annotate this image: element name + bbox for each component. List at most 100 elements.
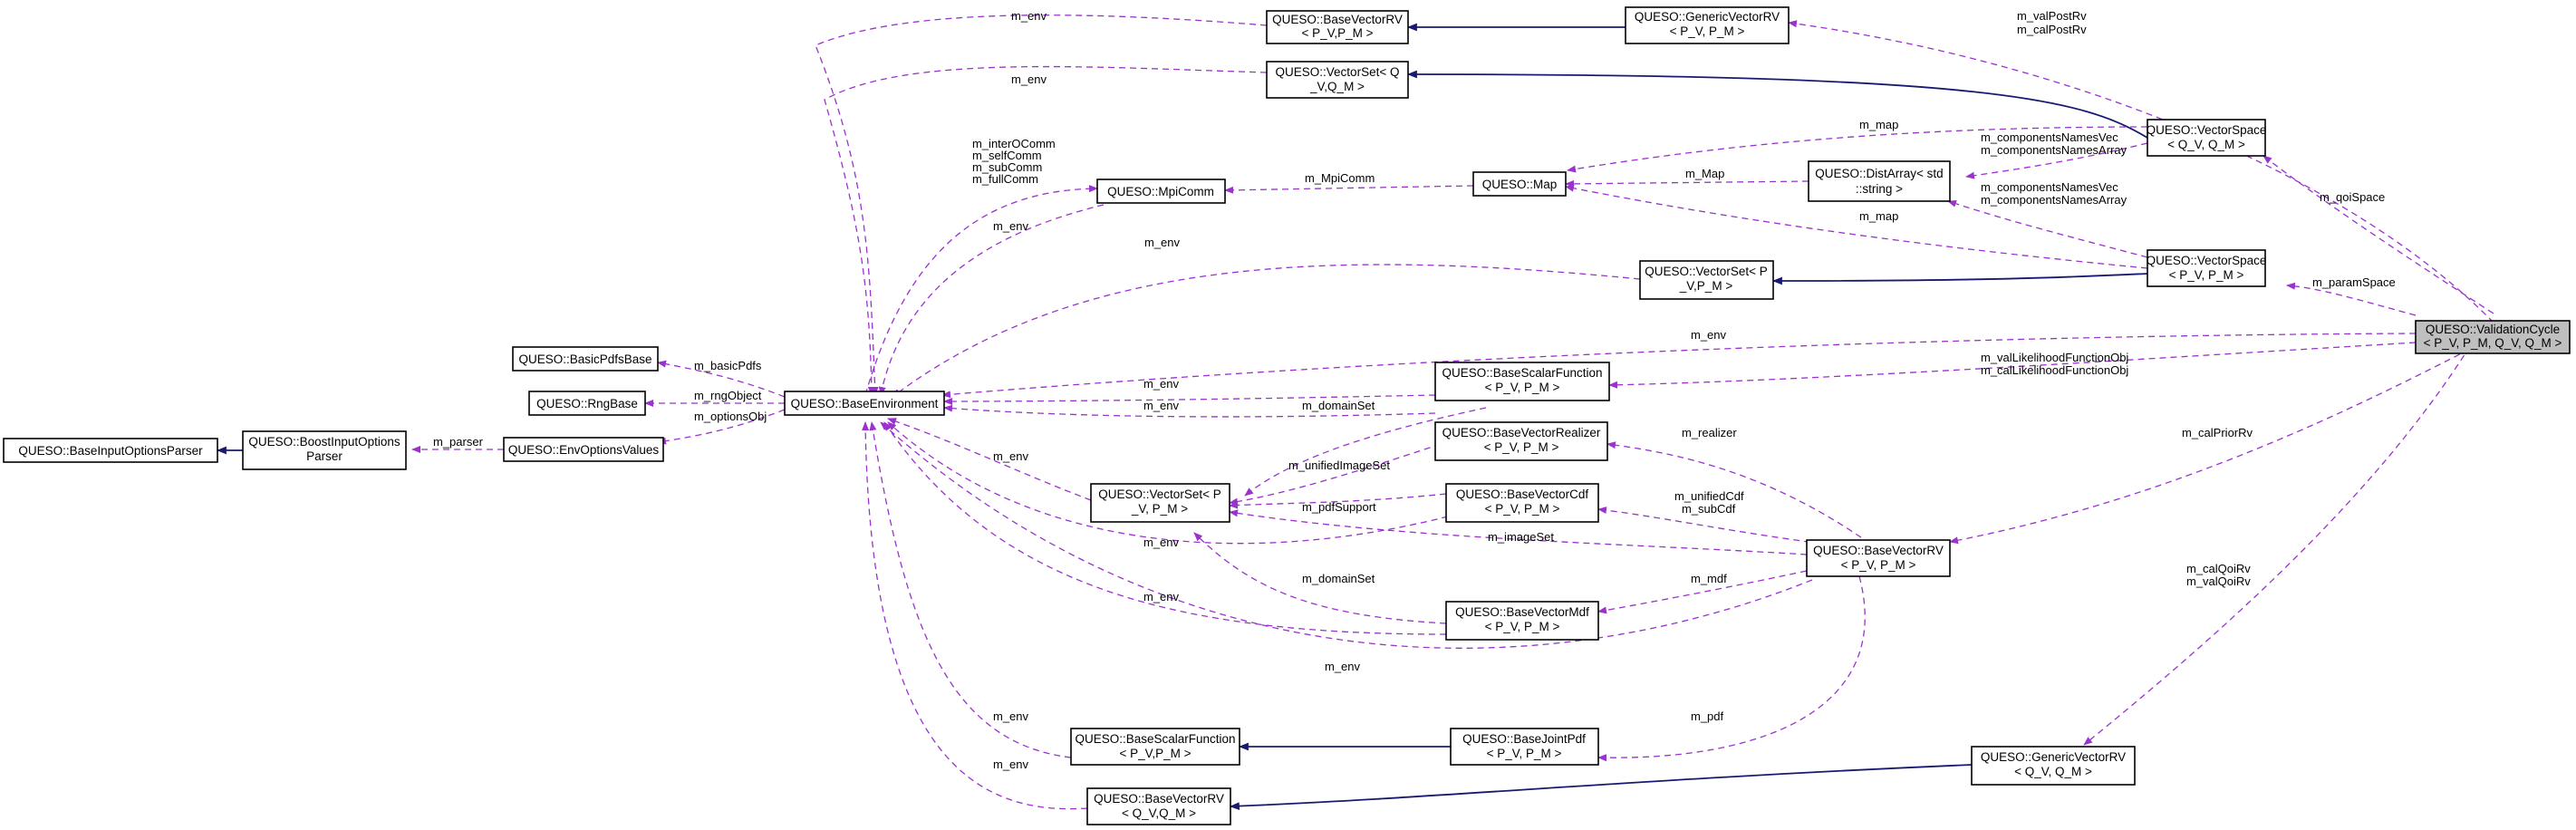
node-dist-array[interactable]: QUESO::DistArray< std::string > [1808, 160, 1951, 202]
edge-env-cdf [887, 421, 1449, 545]
node-vector-space-p[interactable]: QUESO::VectorSpace< P_V, P_M > [2147, 249, 2267, 287]
edge-label: m_env [993, 219, 1029, 233]
edge-basic-pdfs [657, 360, 786, 398]
node-mpi-comm[interactable]: QUESO::MpiComm [1096, 179, 1226, 204]
svg-text:QUESO::BasicPdfsBase: QUESO::BasicPdfsBase [518, 352, 651, 366]
svg-text:QUESO::BaseInputOptionsParser: QUESO::BaseInputOptionsParser [18, 444, 203, 458]
node-validation-cycle[interactable]: QUESO::ValidationCycle< P_V, P_M, Q_V, Q… [2415, 320, 2571, 354]
node-env-options-values[interactable]: QUESO::EnvOptionsValues [503, 437, 664, 462]
edge-label: m_MpiComm [1305, 171, 1375, 185]
svg-text:QUESO::GenericVectorRV< Q_V, Q: QUESO::GenericVectorRV< Q_V, Q_M > [1981, 750, 2126, 778]
edge-map-vspace-p [1565, 184, 2148, 269]
edge-label: m_env [1143, 536, 1180, 549]
edge-label: m_rngObject [694, 389, 762, 402]
node-rng-base[interactable]: QUESO::RngBase [528, 391, 646, 416]
edge-env-bvrv-mid [880, 421, 1813, 649]
svg-text:QUESO::BaseVectorMdf< P_V, P_M: QUESO::BaseVectorMdf< P_V, P_M > [1455, 605, 1589, 633]
node-base-vector-mdf[interactable]: QUESO::BaseVectorMdf< P_V, P_M > [1445, 601, 1599, 641]
node-base-joint-pdf[interactable]: QUESO::BaseJointPdf< P_V, P_M > [1450, 728, 1599, 766]
edge-label: m_qoiSpace [2320, 190, 2385, 204]
node-base-environment[interactable]: QUESO::BaseEnvironment [784, 391, 945, 416]
edge-mpi-comm [1224, 185, 1474, 194]
node-base-scalar-function-p[interactable]: QUESO::BaseScalarFunction< P_V, P_M > [1434, 362, 1610, 401]
edge-label: m_env [1143, 590, 1180, 603]
edge-image-set [1229, 509, 1808, 555]
svg-text:QUESO::BaseJointPdf< P_V, P_M: QUESO::BaseJointPdf< P_V, P_M > [1462, 732, 1586, 760]
svg-text:QUESO::Map: QUESO::Map [1482, 178, 1558, 191]
edge-comp-names-p [1947, 200, 2148, 258]
svg-text:QUESO::VectorSet< Q_V,Q_M >: QUESO::VectorSet< Q_V,Q_M > [1276, 65, 1400, 93]
svg-text:QUESO::GenericVectorRV< P_V, P: QUESO::GenericVectorRV< P_V, P_M > [1635, 10, 1780, 38]
edge-label: m_domainSet [1302, 572, 1375, 585]
edge-label: m_env [1143, 377, 1180, 391]
svg-text:QUESO::BaseVectorRV< Q_V,Q_M >: QUESO::BaseVectorRV< Q_V,Q_M > [1094, 792, 1224, 820]
edge-domain-set-mdf [1193, 532, 1447, 624]
edge-label: m_env [993, 449, 1029, 463]
edge-label: m_calPriorRv [2182, 426, 2253, 439]
svg-text:QUESO::RngBase: QUESO::RngBase [536, 397, 638, 410]
edge-label: m_parser [433, 435, 484, 449]
node-base-vector-rv-q[interactable]: QUESO::BaseVectorRV< Q_V,Q_M > [1086, 787, 1231, 825]
svg-text:QUESO::VectorSet< P_V,P_M >: QUESO::VectorSet< P_V,P_M > [1645, 265, 1767, 293]
svg-text:QUESO::BaseVectorCdf< P_V, P_M: QUESO::BaseVectorCdf< P_V, P_M > [1456, 487, 1589, 516]
edge-env-vset-mid [887, 418, 1092, 501]
edge-domain-set-bsf [1244, 407, 1487, 497]
svg-text:QUESO::DistArray< std::string: QUESO::DistArray< std::string > [1815, 167, 1943, 196]
edge-generic-rv-q-to-base-rv-q [1229, 764, 1973, 810]
node-map[interactable]: QUESO::Map [1472, 171, 1567, 197]
edge-param-space [2286, 282, 2417, 316]
node-vector-set-p-top[interactable]: QUESO::VectorSet< P_V,P_M > [1639, 260, 1774, 300]
edge-options-obj [657, 409, 786, 445]
node-base-scalar-function-pm[interactable]: QUESO::BaseScalarFunction< P_V,P_M > [1070, 728, 1240, 766]
edge-label: m_unifiedImageSet [1288, 458, 1390, 472]
node-base-vector-rv-env[interactable]: QUESO::BaseVectorRV< P_V,P_M > [1266, 10, 1409, 44]
edge-label: m_env [1143, 399, 1180, 412]
node-generic-vector-rv-top[interactable]: QUESO::GenericVectorRV< P_V, P_M > [1625, 6, 1790, 44]
edge-label: m_mdf [1691, 572, 1727, 585]
edge-label: m_domainSet [1302, 399, 1375, 412]
svg-text:QUESO::BaseVectorRV< P_V,P_M >: QUESO::BaseVectorRV< P_V,P_M > [1272, 13, 1403, 40]
edge-env-bvrv-q [862, 421, 1088, 810]
edge-pdf-support [1229, 493, 1447, 509]
edge-label: m_env [1691, 328, 1727, 342]
edge-label: m_Map [1685, 167, 1724, 180]
edge-label: m_pdfSupport [1302, 500, 1376, 514]
edge-vspace-q-to-vset-q [1406, 70, 2148, 139]
edge-env-vset-q [824, 65, 1268, 396]
svg-text:QUESO::EnvOptionsValues: QUESO::EnvOptionsValues [508, 443, 660, 457]
svg-text:QUESO::BaseVectorRV< P_V, P_M: QUESO::BaseVectorRV< P_V, P_M > [1813, 544, 1944, 572]
edge-label: m_basicPdfs [694, 359, 762, 372]
edge-label: m_map [1859, 209, 1898, 223]
edge-label: m_env [993, 709, 1029, 723]
edge-env-cycle [941, 333, 2417, 399]
class-nodes: QUESO::ValidationCycle< P_V, P_M, Q_V, Q… [3, 6, 2571, 825]
edge-env-bsf [943, 394, 1436, 405]
edge-map-vspace-q [1567, 126, 2148, 173]
edge-label: m_paramSpace [2312, 275, 2396, 289]
node-vector-space-q[interactable]: QUESO::VectorSpace< Q_V, Q_M > [2147, 119, 2267, 157]
node-base-vector-realizer[interactable]: QUESO::BaseVectorRealizer< P_V, P_M > [1434, 421, 1608, 461]
edge-vspace-p-to-vset-p [1771, 273, 2148, 285]
node-basic-pdfs-base[interactable]: QUESO::BasicPdfsBase [512, 346, 659, 372]
node-vector-set-p-mid[interactable]: QUESO::VectorSet< P_V, P_M > [1090, 483, 1230, 523]
edge-cal-qoi-rv [2083, 345, 2471, 746]
edge-env-mpicomm [878, 204, 1105, 396]
edge-label: m_map [1859, 118, 1898, 131]
node-base-vector-rv-mid[interactable]: QUESO::BaseVectorRV< P_V, P_M > [1806, 539, 1951, 577]
svg-text:QUESO::MpiComm: QUESO::MpiComm [1107, 185, 1214, 198]
node-vector-set-q[interactable]: QUESO::VectorSet< Q_V,Q_M > [1266, 61, 1409, 99]
edge-qoi-space [2262, 155, 2494, 314]
node-base-input-options-parser[interactable]: QUESO::BaseInputOptionsParser [3, 438, 218, 463]
node-generic-vector-rv-q[interactable]: QUESO::GenericVectorRV< Q_V, Q_M > [1971, 746, 2136, 786]
node-base-vector-cdf[interactable]: QUESO::BaseVectorCdf< P_V, P_M > [1445, 483, 1599, 523]
edge-label: m_pdf [1691, 709, 1724, 723]
edge-unified-image-set [1229, 443, 1442, 506]
edge-map-dist [1565, 179, 1809, 188]
